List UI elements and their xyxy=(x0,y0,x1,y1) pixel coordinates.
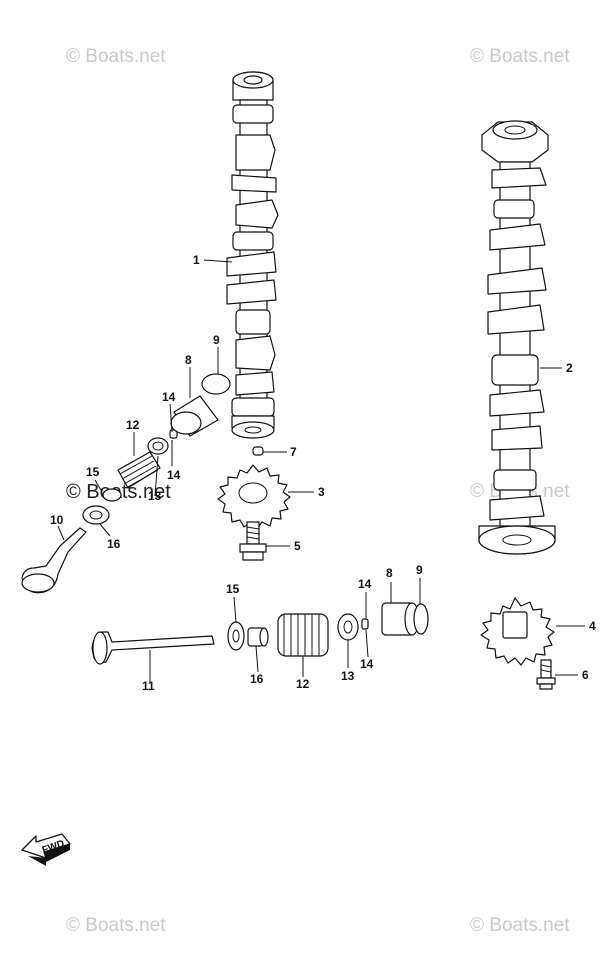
fwd-arrow-icon: FWD xyxy=(21,833,71,866)
valve-spring-12-upper[interactable] xyxy=(117,451,161,489)
callout-11: 11 xyxy=(142,679,155,693)
callout-15-lower: 15 xyxy=(226,582,240,596)
camshaft-2[interactable] xyxy=(478,120,556,555)
leader-lines xyxy=(57,259,585,682)
callout-8-lower: 8 xyxy=(386,566,393,580)
callouts: 1 2 3 4 5 6 7 8 9 14 12 15 14 13 10 16 1… xyxy=(50,253,596,693)
cam-sprocket-3[interactable] xyxy=(217,464,291,530)
callout-9-lower: 9 xyxy=(416,563,423,577)
watermark-bottom-right: © Boats.net xyxy=(470,915,570,936)
callout-15-upper: 15 xyxy=(86,465,100,479)
bolt-6[interactable] xyxy=(536,659,556,690)
watermark-bottom-left: © Boats.net xyxy=(66,915,166,936)
valve-10[interactable] xyxy=(21,527,87,594)
callout-16-upper: 16 xyxy=(107,537,121,551)
bolt-5[interactable] xyxy=(239,521,267,561)
callout-4: 4 xyxy=(589,619,596,633)
callout-14-lower-b: 14 xyxy=(360,657,374,671)
callout-1: 1 xyxy=(193,253,200,267)
callout-13-lower: 13 xyxy=(341,669,355,683)
callout-6: 6 xyxy=(582,668,589,682)
spring-seat-15-upper[interactable] xyxy=(102,488,122,502)
callout-9-upper: 9 xyxy=(213,333,220,347)
dowel-pin-7[interactable] xyxy=(252,446,264,456)
cotter-14-lower[interactable] xyxy=(361,618,369,630)
shim-9-lower[interactable] xyxy=(413,603,429,635)
callout-3: 3 xyxy=(318,485,325,499)
callout-7: 7 xyxy=(290,445,297,459)
callout-16-lower: 16 xyxy=(250,672,264,686)
callout-8-upper: 8 xyxy=(185,353,192,367)
callout-14-upper-a: 14 xyxy=(162,390,176,404)
shim-9-upper[interactable] xyxy=(201,373,231,395)
seal-16-upper[interactable] xyxy=(82,505,110,525)
tappet-8-upper[interactable] xyxy=(170,395,219,437)
callout-12-lower: 12 xyxy=(296,677,310,691)
retainer-13-lower[interactable] xyxy=(337,613,359,641)
callout-5: 5 xyxy=(294,539,301,553)
valve-11[interactable] xyxy=(91,631,215,665)
spring-seat-15-lower[interactable] xyxy=(227,621,245,651)
camshaft-1[interactable] xyxy=(226,71,279,439)
retainer-13-upper[interactable] xyxy=(147,437,169,455)
callout-14-lower-a: 14 xyxy=(358,577,372,591)
callout-2: 2 xyxy=(566,361,573,375)
watermark-top-right: © Boats.net xyxy=(470,46,570,67)
callout-12-upper: 12 xyxy=(126,418,140,432)
seal-16-lower[interactable] xyxy=(247,627,269,647)
callout-10: 10 xyxy=(50,513,64,527)
watermark-top-left: © Boats.net xyxy=(66,46,166,67)
callout-13-upper: 13 xyxy=(148,489,162,503)
valve-spring-12-lower[interactable] xyxy=(277,613,329,657)
callout-14-upper-b: 14 xyxy=(167,468,181,482)
cam-sprocket-4[interactable] xyxy=(480,597,555,666)
